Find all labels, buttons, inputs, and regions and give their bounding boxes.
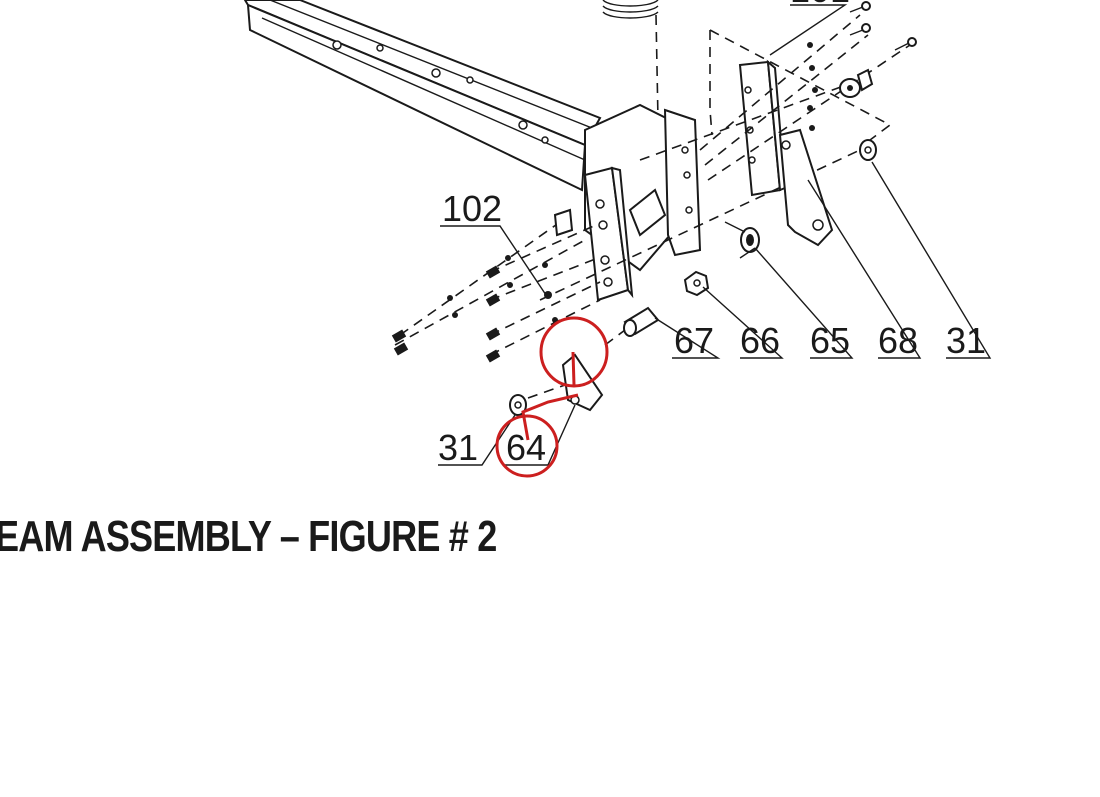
figure-caption: EAM ASSEMBLY – FIGURE # 2 xyxy=(0,512,497,561)
bolts-lower-left xyxy=(391,149,861,363)
bolts-upper-right xyxy=(807,1,917,131)
callout-67: 67 xyxy=(674,320,714,361)
main-beam xyxy=(243,0,602,192)
red-annotations xyxy=(495,316,609,478)
side-plate xyxy=(738,59,787,197)
highlight-circle-64 xyxy=(495,414,559,478)
highlight-stroke xyxy=(521,351,579,441)
callout-66: 66 xyxy=(740,320,780,361)
callout-101: 101 xyxy=(790,0,850,10)
highlight-circle-upper xyxy=(539,316,609,388)
callout-65: 65 xyxy=(810,320,850,361)
callout-31-right: 31 xyxy=(946,320,986,361)
part-65-spring xyxy=(724,221,760,259)
callout-leaders xyxy=(438,4,992,466)
mounting-bracket xyxy=(583,103,702,302)
callout-68: 68 xyxy=(878,320,918,361)
spring-top xyxy=(602,0,659,121)
part-31-washer-right xyxy=(859,139,877,161)
part-67-sleeve xyxy=(623,306,660,337)
callout-31-left: 31 xyxy=(438,427,478,468)
part-31-washer-left xyxy=(509,384,566,416)
part-66-nut xyxy=(683,270,710,297)
part-68-plate xyxy=(778,128,834,247)
assembly-lines-upper xyxy=(639,14,911,181)
callout-labels: 101 102 67 66 65 68 31 31 64 xyxy=(438,0,986,468)
callout-102: 102 xyxy=(442,188,502,229)
